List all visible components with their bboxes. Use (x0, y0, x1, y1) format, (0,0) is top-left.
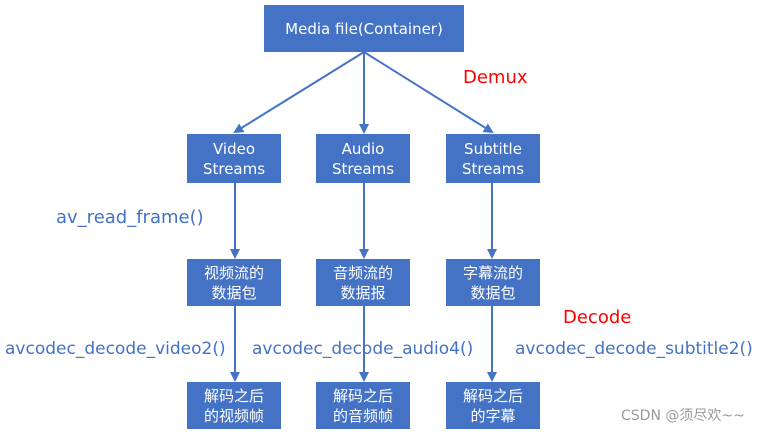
video-streams-line2: Streams (202, 159, 266, 178)
decoded-subtitle-line1: 解码之后 (462, 386, 523, 405)
subtitle-streams-line1: Subtitle (464, 139, 522, 158)
media-file-container-box: Media file(Container) (264, 5, 464, 52)
decoded-video-line1: 解码之后 (203, 386, 264, 405)
decoded-video-line2: 的视频帧 (203, 406, 264, 425)
arrow-container-to-subtitle (363, 51, 494, 134)
subtitle-packet-line2: 数据包 (470, 283, 516, 302)
audio-packet-box: 音频流的数据报 (316, 259, 410, 306)
video-packet-line2: 数据包 (211, 283, 257, 302)
subtitle-packet-line1: 字幕流的 (462, 263, 523, 282)
audio-packet-line1: 音频流的 (332, 263, 393, 282)
audio-streams-line1: Audio (341, 139, 385, 158)
decode-video-call-label: avcodec_decode_video2() (5, 339, 226, 359)
decoded-video-frame-box: 解码之后的视频帧 (187, 382, 281, 429)
decoded-subtitle-line2: 的字幕 (470, 406, 516, 425)
audio-streams-line2: Streams (331, 159, 395, 178)
decode-audio-call-label: avcodec_decode_audio4() (252, 339, 474, 359)
decoded-audio-line2: 的音频帧 (332, 406, 393, 425)
video-packet-box: 视频流的数据包 (187, 259, 281, 306)
av-read-frame-label: av_read_frame() (56, 207, 204, 228)
arrow-container-to-video (233, 51, 365, 134)
decoded-audio-frame-box: 解码之后的音频帧 (316, 382, 410, 429)
media-file-container-label: Media file(Container) (285, 19, 443, 38)
decode-subtitle-call-label: avcodec_decode_subtitle2() (515, 339, 753, 359)
audio-packet-line2: 数据报 (340, 283, 386, 302)
video-packet-line1: 视频流的 (203, 263, 264, 282)
decoded-subtitle-box: 解码之后的字幕 (446, 382, 540, 429)
demux-label: Demux (463, 67, 528, 88)
subtitle-streams-line2: Streams (461, 159, 525, 178)
csdn-watermark: CSDN @须尽欢~~ (621, 408, 745, 424)
video-streams-line1: Video (212, 139, 256, 158)
decoded-audio-line1: 解码之后 (332, 386, 393, 405)
decode-label: Decode (563, 307, 632, 328)
subtitle-packet-box: 字幕流的数据包 (446, 259, 540, 306)
